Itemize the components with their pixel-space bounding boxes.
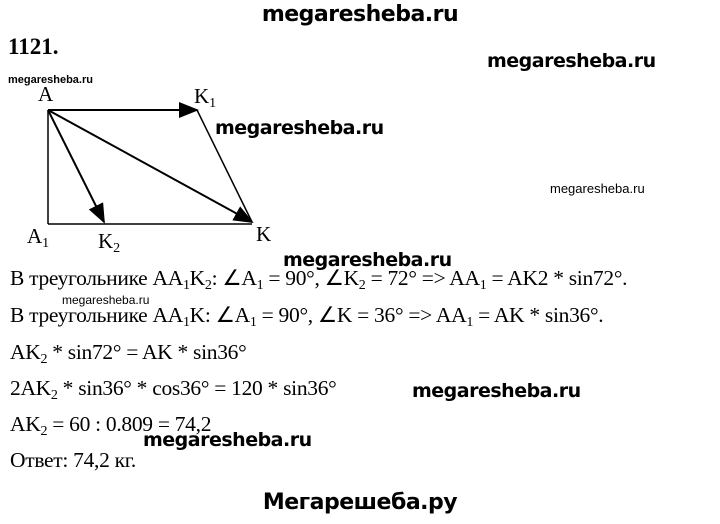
watermark: megaresheba.ru: [283, 249, 452, 271]
watermark: megaresheba.ru: [487, 50, 656, 72]
subscript: 1: [256, 278, 264, 293]
subscript: 2: [40, 424, 48, 439]
text-segment: В треугольнике AA: [10, 266, 183, 290]
label-a1: A1: [27, 224, 50, 251]
watermark: megaresheba.ru: [215, 117, 384, 139]
text-segment: В треугольнике AA: [10, 303, 183, 327]
subscript: 2: [358, 278, 366, 293]
watermark: megaresheba.ru: [8, 74, 93, 86]
watermark: megaresheba.ru: [412, 380, 581, 402]
text-segment: 2AK: [10, 376, 51, 400]
watermark: megaresheba.ru: [550, 181, 645, 196]
text-segment: K: [189, 266, 206, 290]
watermark: megaresheba.ru: [143, 429, 312, 451]
solution-line: В треугольнике AA1K2: ∠A1 = 90°, ∠K2 = 7…: [10, 266, 628, 293]
text-segment: = 90°, ∠K = 36° => AA: [256, 303, 467, 327]
task-number: 1121.: [8, 34, 59, 59]
text-segment: Ответ: 74,2 кг.: [10, 448, 136, 472]
site-footer: Мегарешеба.ру: [262, 490, 458, 515]
text-segment: K: ∠A: [189, 303, 250, 327]
text-segment: * sin36° * cos36° = 120 * sin36°: [57, 376, 337, 400]
subscript: 1: [249, 315, 257, 330]
label-a: A: [38, 82, 54, 106]
subscript: 1: [182, 315, 190, 330]
vector-ak2: [47, 109, 105, 224]
subscript: 1: [466, 315, 474, 330]
solution-line: В треугольнике AA1K: ∠A1 = 90°, ∠K = 36°…: [10, 303, 604, 330]
solution-line: 2AK2 * sin36° * cos36° = 120 * sin36°: [10, 376, 337, 403]
text-segment: AK: [10, 412, 41, 436]
segment-k1-k: [196, 109, 253, 223]
text-segment: = AK2 * sin72°.: [486, 266, 628, 290]
text-segment: * sin72° = AK * sin36°: [47, 340, 247, 364]
label-k: K: [256, 222, 272, 246]
subscript: 1: [182, 278, 190, 293]
watermark: megaresheba.ru: [62, 293, 150, 307]
text-segment: = AK * sin36°.: [473, 303, 604, 327]
subscript: 2: [50, 388, 58, 403]
solution-line: AK2 = 60 : 0.809 = 74,2: [10, 412, 212, 439]
text-segment: = 72° => AA: [365, 266, 480, 290]
label-k1: K1: [194, 84, 217, 111]
site-header: megaresheba.ru: [261, 2, 459, 27]
vector-ak: [47, 109, 254, 223]
text-segment: = 60 : 0.809 = 74,2: [47, 412, 212, 436]
subscript: 2: [40, 352, 48, 367]
solution-line: AK2 * sin72° = AK * sin36°: [10, 340, 247, 367]
text-segment: : ∠A: [211, 266, 257, 290]
label-k2: K2: [98, 229, 121, 256]
subscript: 2: [204, 278, 212, 293]
text-segment: AK: [10, 340, 41, 364]
vector-diagram: [47, 102, 254, 225]
subscript: 1: [479, 278, 487, 293]
text-segment: = 90°, ∠K: [263, 266, 359, 290]
solution-line: Ответ: 74,2 кг.: [10, 448, 136, 473]
